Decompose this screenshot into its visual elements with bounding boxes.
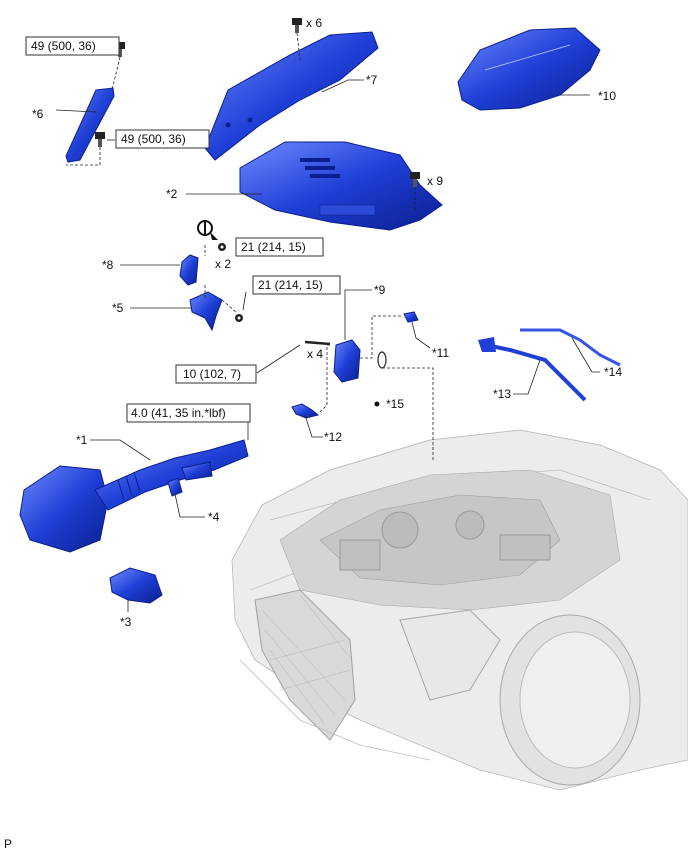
vehicle-front-illustration — [231, 429, 688, 791]
quantity-label: x 2 — [215, 257, 231, 271]
torque-label: 21 (214, 15) — [258, 278, 323, 292]
nut-icon — [235, 314, 243, 322]
part-8-bracket — [179, 254, 199, 286]
bolt-icon — [304, 340, 331, 346]
callout-10: *10 — [598, 89, 616, 103]
bolt-icon — [410, 172, 420, 187]
quantity-label: x 9 — [427, 174, 443, 188]
callout-15: *15 — [386, 397, 404, 411]
part-10-engine-top-cover — [457, 27, 601, 111]
bolt-icon — [115, 42, 125, 57]
page-marker: P — [4, 837, 12, 851]
torque-box-21a: 21 (214, 15) — [235, 237, 324, 257]
part-9-sensor-assembly — [333, 339, 361, 383]
bolt-icon — [95, 132, 105, 147]
part-5-bracket — [189, 291, 223, 332]
part-14-hose — [520, 328, 621, 367]
callout-5: *5 — [112, 301, 124, 315]
part-11-clip — [403, 311, 419, 323]
part-4-clamp — [167, 477, 183, 497]
part-12-clip — [291, 403, 320, 419]
callout-13: *13 — [493, 387, 511, 401]
part-7-cowl-cover — [204, 31, 379, 161]
part-6-tower-brace — [65, 87, 115, 163]
torque-label: 4.0 (41, 35 in.*lbf) — [131, 406, 226, 420]
torque-label: 49 (500, 36) — [121, 132, 186, 146]
torque-box-21b: 21 (214, 15) — [252, 275, 341, 295]
callout-11: *11 — [432, 346, 449, 360]
bullet-icon — [374, 401, 380, 407]
callout-3: *3 — [120, 615, 132, 629]
callout-4: *4 — [208, 510, 220, 524]
callout-1: *1 — [76, 433, 88, 447]
part-13-hose — [478, 337, 587, 402]
torque-label: 49 (500, 36) — [31, 39, 96, 53]
part-2-engine-under-cover — [239, 141, 443, 231]
callout-9: *9 — [374, 283, 386, 297]
callout-12: *12 — [324, 430, 342, 444]
part-15-o-ring — [377, 351, 387, 369]
torque-label: 10 (102, 7) — [183, 367, 241, 381]
torque-box-49b: 49 (500, 36) — [115, 129, 210, 149]
callout-2: *2 — [166, 187, 178, 201]
quantity-label: x 4 — [307, 347, 323, 361]
torque-box-4: 4.0 (41, 35 in.*lbf) — [126, 403, 251, 423]
part-3-bracket — [109, 567, 163, 604]
callout-8: *8 — [102, 258, 114, 272]
nut-icon — [218, 243, 226, 251]
non-reusable-part-icon — [197, 220, 218, 240]
torque-label: 21 (214, 15) — [241, 240, 306, 254]
part-1-air-cleaner — [19, 439, 249, 553]
callout-6: *6 — [32, 107, 44, 121]
callout-7: *7 — [366, 73, 378, 87]
torque-box-49a: 49 (500, 36) — [25, 36, 120, 56]
torque-box-10: 10 (102, 7) — [175, 364, 257, 384]
quantity-label: x 6 — [306, 16, 322, 30]
bolt-icon — [292, 18, 302, 33]
callout-14: *14 — [604, 365, 622, 379]
